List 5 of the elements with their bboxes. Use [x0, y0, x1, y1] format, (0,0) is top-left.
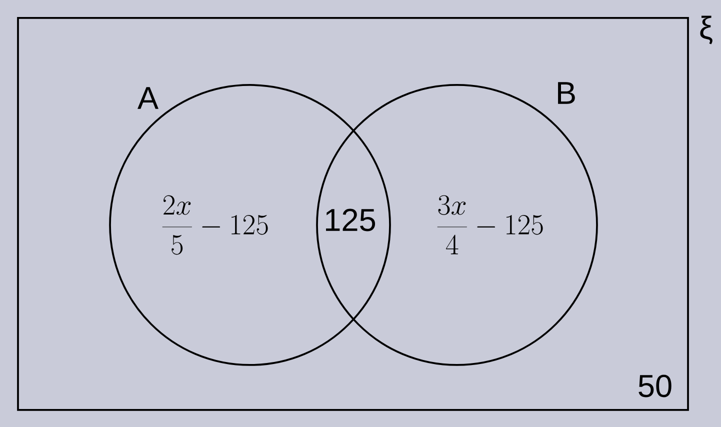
region-value: $\frac{2x}{5}-125$	[162, 195, 268, 255]
node-label: ξ	[700, 16, 712, 44]
region-value: 125	[326, 208, 376, 232]
region-value: 50	[638, 374, 672, 398]
region-value: $\frac{3x}{4}-125$	[437, 195, 543, 254]
